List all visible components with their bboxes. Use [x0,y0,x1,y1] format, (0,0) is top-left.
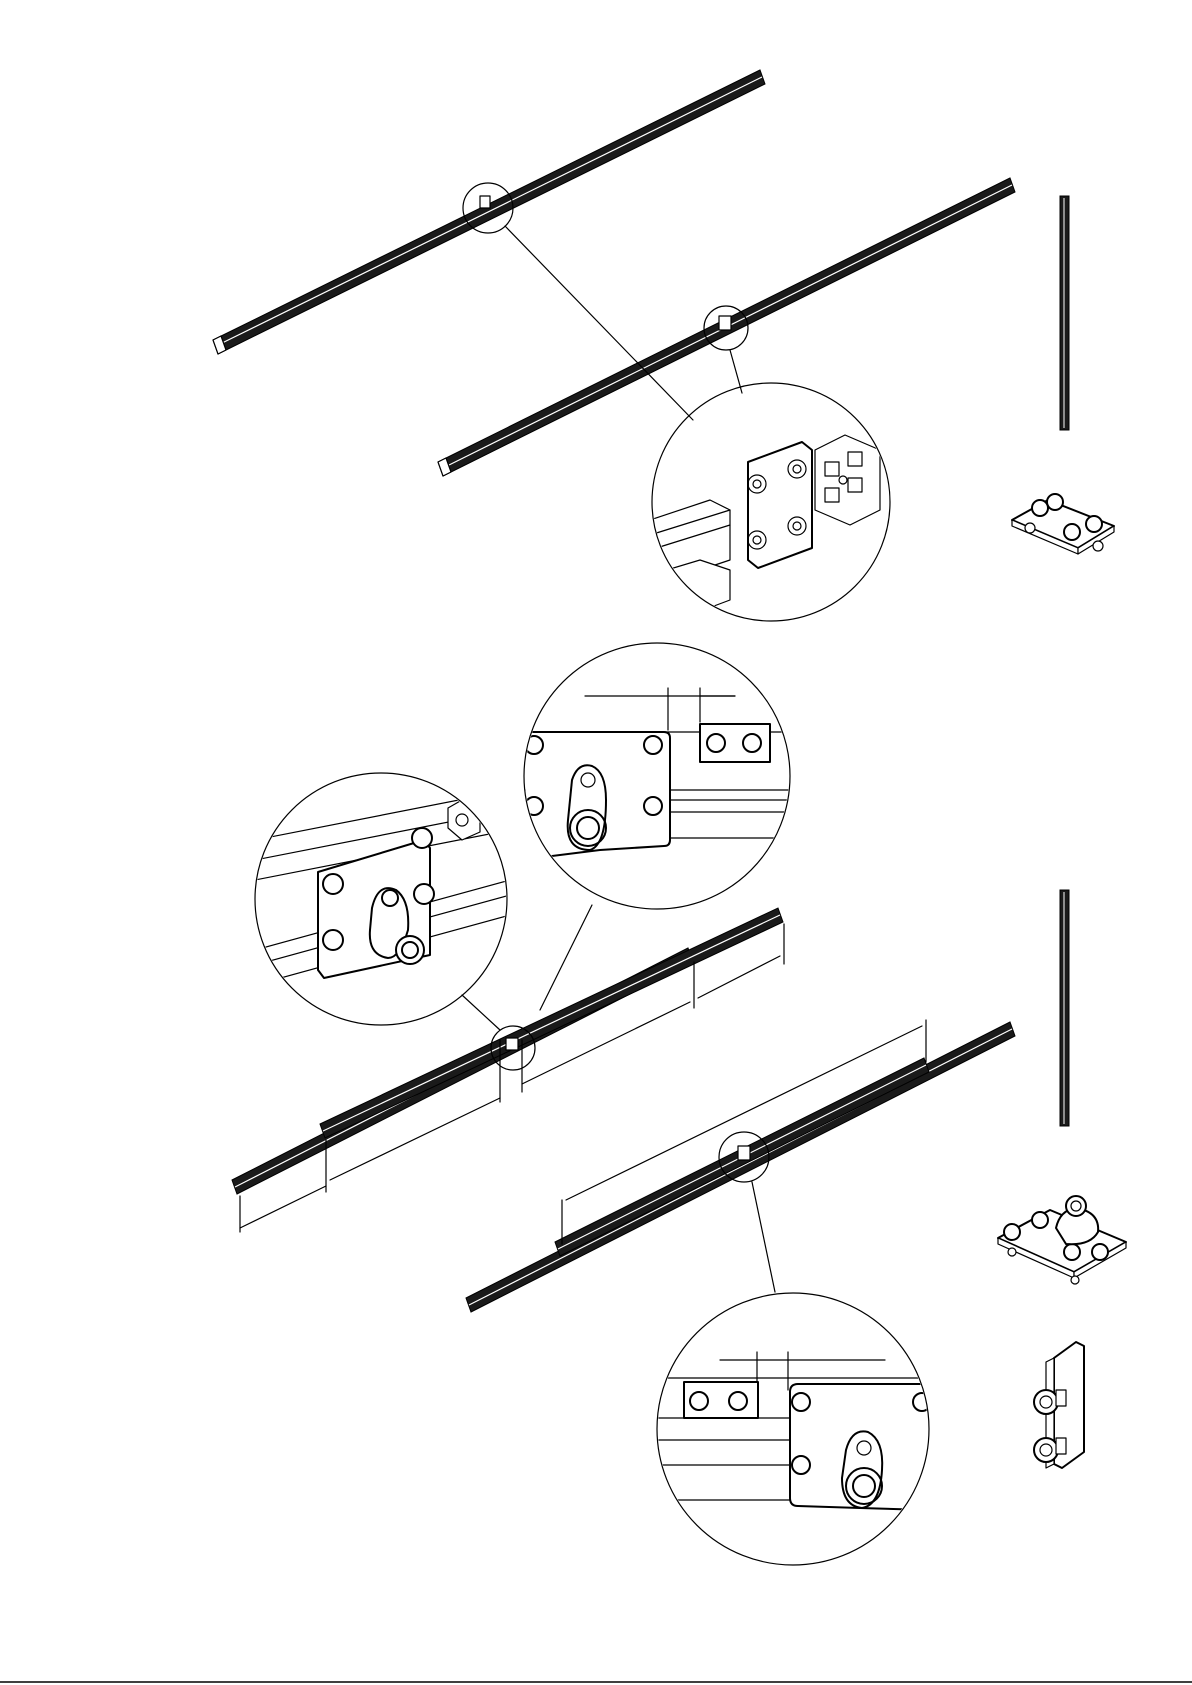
joint-plate-detail [650,383,890,621]
vertical-post-top [1060,196,1069,430]
extrusion-lower-3 [466,1022,1015,1312]
extrusion-top-1 [213,70,765,354]
hinge-joining-plate-part [998,1196,1126,1284]
bracket-with-nuts-part [1034,1342,1084,1468]
hinge-plate-detail [255,773,510,1025]
vertical-post-bottom [1060,890,1069,1126]
spacing-detail-lower [655,1293,931,1565]
spacing-detail-upper [520,643,800,909]
flat-joining-plate-part [1012,494,1114,554]
